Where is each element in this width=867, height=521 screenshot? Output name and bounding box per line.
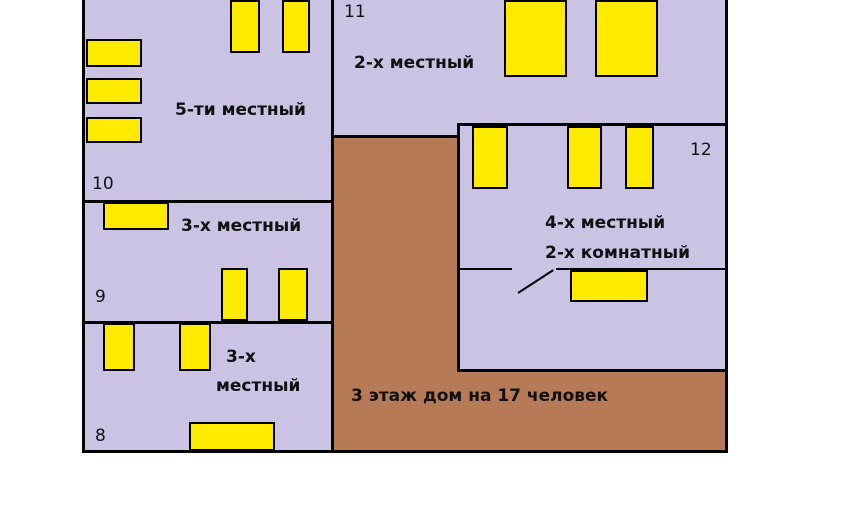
bed <box>86 78 142 104</box>
room-label-9: 3-х местный <box>181 216 302 236</box>
wall-12-partition-left <box>459 268 512 270</box>
wall-12-top <box>457 123 727 126</box>
bed <box>595 0 658 77</box>
bed <box>103 323 135 371</box>
room-label-11: 2-х местный <box>354 53 475 73</box>
room-label-8-line2: местный <box>216 376 301 396</box>
bed <box>221 268 248 321</box>
wall-right <box>725 0 728 453</box>
wall-left <box>82 0 85 453</box>
room-number-12: 12 <box>690 140 712 160</box>
bed <box>230 0 260 53</box>
bed <box>86 117 142 143</box>
wall-bottom <box>82 450 728 453</box>
wall-12-left <box>457 123 460 372</box>
room-number-11: 11 <box>344 2 366 22</box>
wall-9-8 <box>84 321 332 324</box>
wall-10-9 <box>84 200 332 203</box>
room-label-12-line1: 4-х местный <box>545 213 666 233</box>
wall-12-bottom <box>457 369 727 372</box>
bed <box>278 268 308 321</box>
bed <box>570 270 648 302</box>
room-label-12-line2: 2-х комнатный <box>545 243 690 263</box>
bed <box>179 323 211 371</box>
bed <box>504 0 567 77</box>
bed <box>472 126 508 189</box>
bed <box>189 422 275 451</box>
room-label-8-line1: 3-х <box>226 347 256 367</box>
room-number-9: 9 <box>95 287 106 307</box>
bed <box>625 126 654 189</box>
hall-label: 3 этаж дом на 17 человек <box>351 386 609 406</box>
room-number-10: 10 <box>92 174 114 194</box>
wall-center-vertical <box>331 0 334 453</box>
room-number-8: 8 <box>95 426 106 446</box>
wall-11-hall <box>333 135 460 138</box>
bed <box>282 0 310 53</box>
bed <box>103 202 169 230</box>
bed <box>567 126 602 189</box>
bed <box>86 39 142 67</box>
room-label-10: 5-ти местный <box>175 100 306 120</box>
wall-12-partition-right <box>556 268 726 270</box>
